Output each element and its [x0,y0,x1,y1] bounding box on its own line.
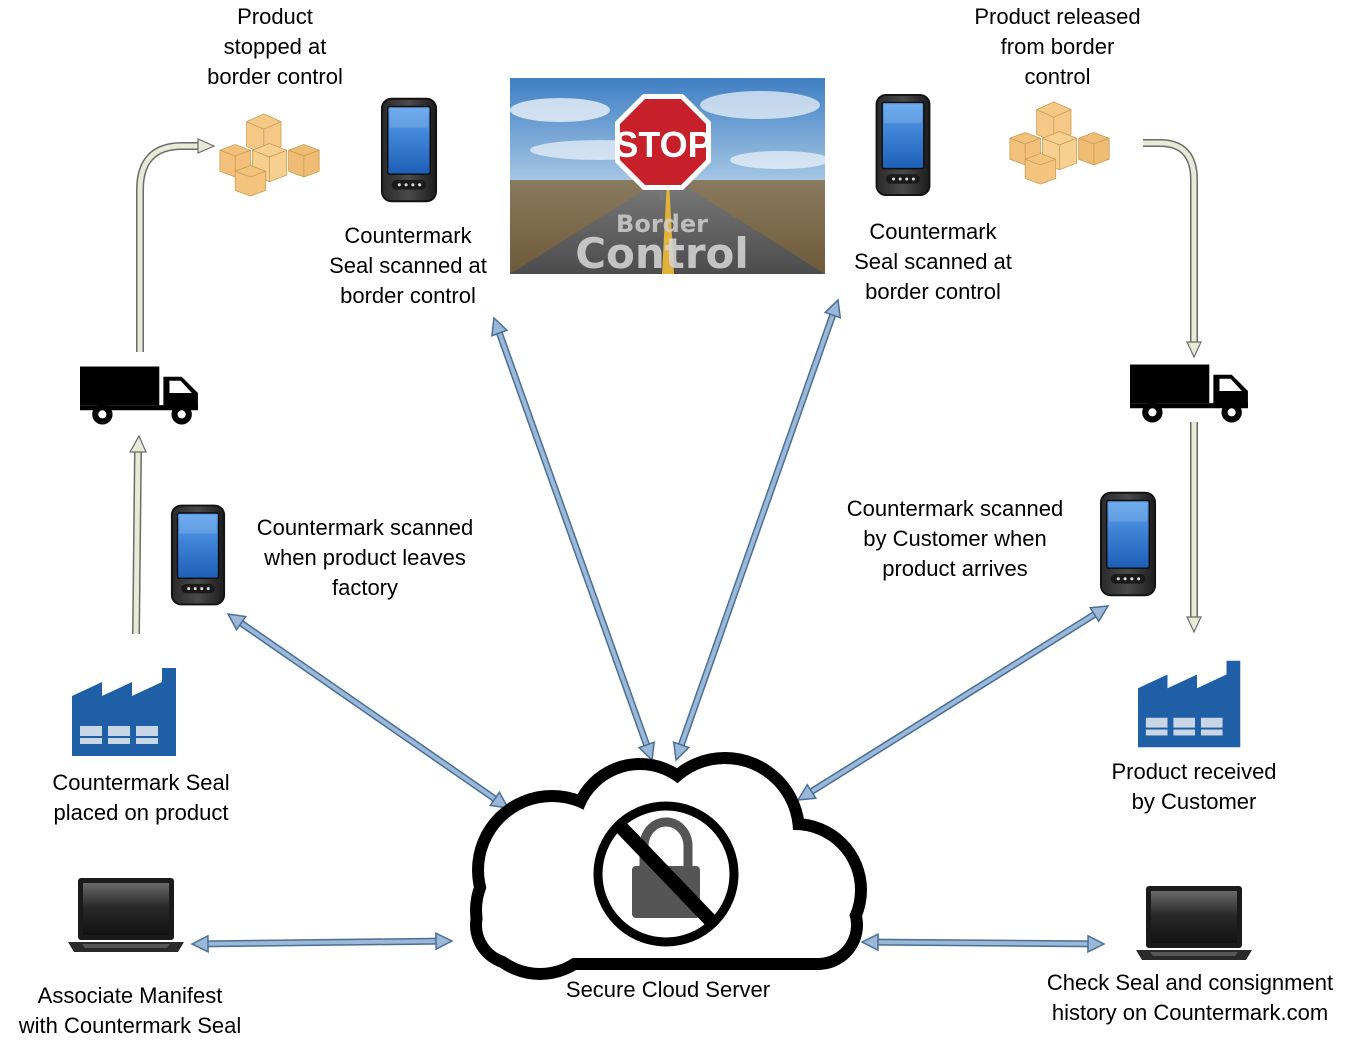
label-factory-scan: Countermark scanned when product leaves … [256,515,474,600]
flow-arrow-truck-to-boxes [136,138,216,352]
smartphone-icon [875,93,931,197]
arrow-manifest-cloud-head-start [190,934,209,954]
label-seal-placed: Countermark Seal placed on product [52,770,230,825]
crossed-lock-icon [593,801,739,947]
arrow-border-left-cloud-head-end [637,741,656,762]
stop-sign: STOP [614,94,712,190]
label-seal-scanned-border-left: Countermark Seal scanned at border contr… [329,223,487,308]
arrow-cloud-check-head-end [1087,934,1106,954]
arrow-factory-phone-cloud-head-end [488,790,510,809]
flow-arrow-factory-to-truck [128,434,147,635]
label-associate-manifest: Associate Manifest with Countermark Seal [18,983,242,1038]
label-seal-scanned-border-right: Countermark Seal scanned at border contr… [854,219,1012,304]
arrow-border-right-cloud [672,298,842,762]
arrow-manifest-cloud-head-end [435,931,454,951]
label-product-released: Product released from border control [974,4,1141,89]
smartphone-icon [380,97,438,203]
arrow-customer-phone-cloud-head-end [796,783,818,801]
truck-icon [80,366,198,425]
network-arrows [190,298,1110,954]
arrow-manifest-cloud [190,931,454,954]
arrow-customer-phone-cloud [796,605,1110,801]
flow-arrows [128,138,1202,635]
factory-icon [1138,660,1241,748]
flow-arrow-boxes-to-truck [1143,139,1202,359]
laptop-icon [68,878,184,952]
arrow-border-right-cloud-head-end [672,741,691,762]
label-product-received: Product received by Customer [1111,759,1277,814]
border-control-photo: STOP Border Control [510,78,830,278]
arrow-border-left-cloud-head-start [490,316,509,337]
label-secure-cloud-server: Secure Cloud Server [565,977,771,1002]
laptop-icon [1136,886,1252,960]
stop-sign-text: STOP [614,124,711,165]
truck-icon [1130,364,1248,423]
arrow-border-right-cloud-head-start [823,298,842,319]
flow-arrow-truck-to-customer [1186,422,1202,634]
arrow-customer-phone-cloud-head-start [1088,605,1110,623]
smartphone-icon [1099,491,1157,597]
arrow-factory-phone-cloud-head-start [226,613,248,632]
arrow-border-left-cloud [490,316,656,762]
road-text-control: Control [575,229,749,278]
label-product-stopped: Product stopped at border control [207,4,343,89]
arrow-cloud-check [860,932,1106,954]
factory-icon [72,668,176,756]
arrow-cloud-check-head-start [860,932,879,952]
label-customer-scan: Countermark scanned by Customer when pro… [846,496,1064,581]
boxes-icon [219,113,320,197]
arrow-factory-phone-cloud [226,613,510,809]
smartphone-icon [170,504,226,606]
road-text-border: Border [616,210,708,238]
boxes-icon [1009,101,1110,185]
label-check-seal: Check Seal and consignment history on Co… [1046,970,1334,1025]
